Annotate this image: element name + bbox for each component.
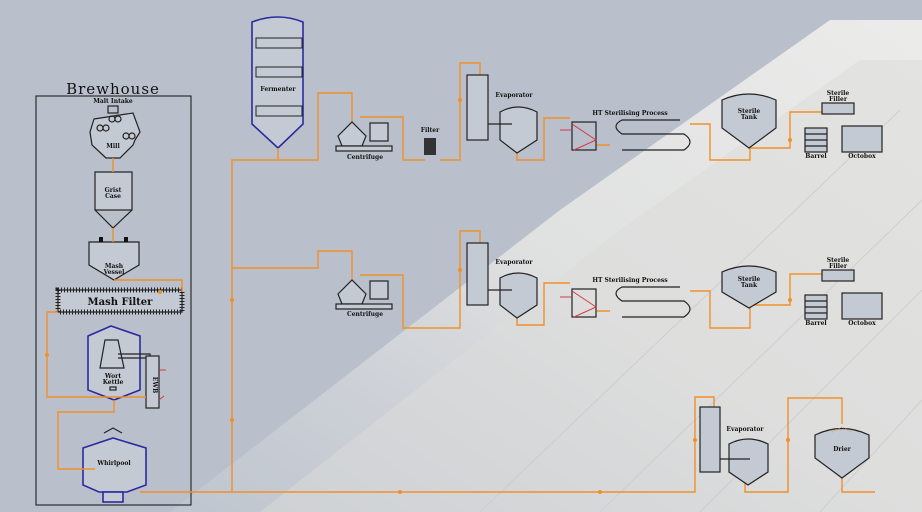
mash-filter-label: Mash Filter [88, 297, 154, 308]
sterile-filler-2-label-2: Filler [829, 263, 848, 270]
sterile-tank-1-label-1: Sterile [738, 108, 761, 115]
sterile-filler-1-label-2: Filler [829, 96, 848, 103]
ht-sterilising-1-label: HT Sterilising Process [592, 110, 668, 117]
centrifuge-2: Centrifuge [335, 279, 393, 318]
evaporator-2: Evaporator [466, 242, 538, 319]
sterile-tank-2-label-1: Sterile [738, 276, 761, 283]
evaporator-2-label: Evaporator [495, 259, 533, 266]
ht-sterilising-1: HT Sterilising Process [560, 110, 691, 151]
ewb-label: EWB [151, 377, 158, 393]
brewhouse-title: Brewhouse [66, 80, 160, 98]
fermenter-label: Fermenter [260, 86, 296, 93]
wort-kettle-label-2: Kettle [103, 379, 124, 386]
pipes [46, 62, 875, 493]
mill: Mill [89, 105, 141, 159]
octobox-2-label: Octobox [848, 320, 876, 327]
centrifuge-1: Centrifuge [335, 121, 393, 161]
wort-kettle: Wort Kettle [87, 325, 151, 401]
wort-kettle-label-1: Wort [104, 373, 121, 380]
evaporator-1-label: Evaporator [495, 92, 533, 99]
flow-arrows [45, 98, 792, 494]
fermenter: Fermenter [251, 16, 304, 150]
sterile-filler-1-label-1: Sterile [827, 90, 850, 97]
evaporator-3-label: Evaporator [726, 426, 764, 433]
evaporator-1: Evaporator [466, 74, 538, 154]
centrifuge-2-label: Centrifuge [347, 311, 383, 318]
ht-sterilising-2-label: HT Sterilising Process [592, 277, 668, 284]
brewhouse: Brewhouse Malt Intake Mill Grist Case Ma… [35, 80, 192, 506]
whirlpool-label: Whirlpool [96, 460, 131, 467]
drier-label: Drier [833, 446, 851, 453]
barrel-1-label: Barrel [805, 153, 827, 160]
filter-label: Filter [421, 127, 440, 134]
grist-case-label-2: Case [105, 193, 121, 200]
filter: Filter [421, 127, 440, 155]
background-structure-shade [260, 60, 922, 512]
grist-case-label-1: Grist [105, 187, 122, 194]
mill-label: Mill [106, 143, 120, 150]
sterile-tank-2: Sterile Tank [721, 265, 777, 309]
sterile-tank-1: Sterile Tank [721, 93, 777, 149]
sterile-filler-1: Sterile Filler Barrel Octobox [804, 90, 883, 160]
grist-case: Grist Case [94, 171, 133, 229]
barrel-2-label: Barrel [805, 320, 827, 327]
sterile-filler-2: Sterile Filler Barrel Octobox [804, 257, 883, 327]
octobox-1-label: Octobox [848, 153, 876, 160]
evaporator-3: Evaporator [699, 406, 769, 486]
mash-filter: Mash Filter [55, 287, 185, 315]
sterile-tank-2-label-2: Tank [741, 282, 758, 289]
centrifuge-1-label: Centrifuge [347, 154, 383, 161]
sterile-filler-2-label-1: Sterile [827, 257, 850, 264]
ewb-heater: EWB [145, 355, 166, 409]
sterile-tank-1-label-2: Tank [741, 114, 758, 121]
whirlpool: Whirlpool [82, 427, 147, 503]
mash-vessel-label-1: Mash [105, 263, 124, 270]
drier: Drier [814, 426, 870, 479]
ht-sterilising-2: HT Sterilising Process [560, 277, 691, 318]
mash-vessel: Mash Vessel [88, 237, 140, 281]
mash-vessel-label-2: Vessel [103, 269, 125, 276]
malt-intake-label: Malt Intake [93, 98, 133, 105]
